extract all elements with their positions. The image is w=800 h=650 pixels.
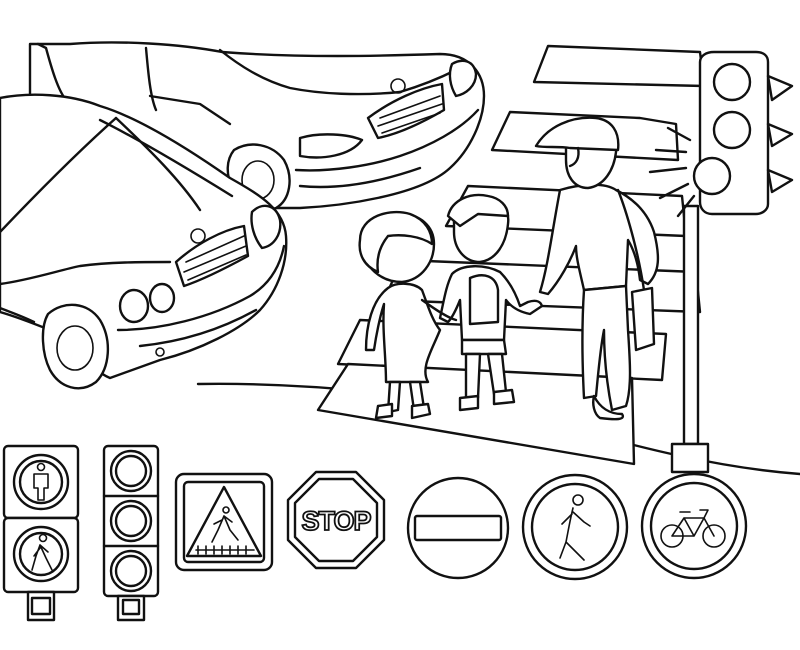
stop-sign-label: STOP (301, 506, 371, 536)
bicycle-lane-sign (642, 474, 746, 578)
walking-person-icon (32, 535, 52, 571)
car-front (0, 95, 286, 389)
boy-figure (440, 195, 542, 410)
father-figure (536, 118, 658, 419)
standing-person-icon (34, 464, 48, 501)
pedestrian-light (4, 446, 78, 620)
stop-sign (288, 472, 384, 568)
pedestrian-crossing-sign (176, 474, 272, 570)
no-entry-sign (408, 478, 508, 578)
girl-figure (360, 212, 456, 418)
vehicle-traffic-light (104, 446, 158, 620)
pedestrian-only-sign (523, 475, 627, 579)
traffic-light-pole (650, 52, 792, 472)
